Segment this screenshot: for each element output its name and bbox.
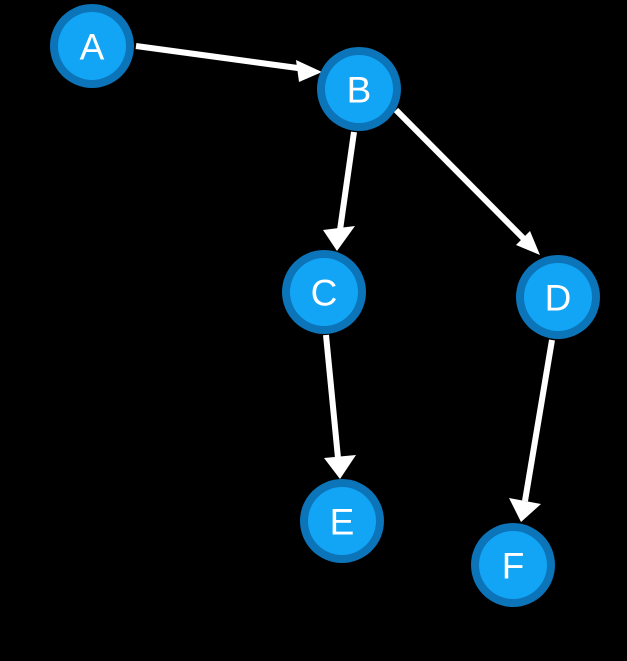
node-f[interactable]: F — [471, 523, 555, 607]
node-c-core — [290, 258, 358, 326]
node-e-core — [308, 487, 376, 555]
edge-d-f-arrowhead — [509, 498, 541, 522]
edge-b-c[interactable] — [323, 131, 357, 251]
edge-d-f-line — [522, 339, 555, 502]
edge-d-f[interactable] — [509, 339, 555, 522]
edge-b-d-arrowhead — [516, 231, 540, 255]
edge-a-b-line — [135, 43, 306, 72]
edge-b-d[interactable] — [393, 107, 540, 255]
node-a-label: A — [80, 27, 105, 68]
edge-b-c-line — [337, 131, 357, 231]
node-e-label: E — [330, 502, 355, 543]
node-b[interactable]: B — [317, 47, 401, 131]
edge-a-b[interactable] — [135, 43, 322, 82]
edge-c-e-line — [323, 334, 341, 459]
node-layer: A B C D E — [50, 4, 600, 607]
edge-b-c-arrowhead — [323, 226, 355, 251]
edge-c-e[interactable] — [323, 334, 356, 479]
node-f-core — [479, 531, 547, 599]
node-a[interactable]: A — [50, 4, 134, 88]
node-e[interactable]: E — [300, 479, 384, 563]
edge-a-b-arrowhead — [296, 60, 322, 82]
node-d[interactable]: D — [516, 255, 600, 339]
edge-b-d-line — [393, 107, 529, 244]
edge-c-e-arrowhead — [324, 455, 356, 479]
node-d-core — [524, 263, 592, 331]
node-b-core — [325, 55, 393, 123]
node-a-core — [58, 12, 126, 80]
node-c[interactable]: C — [282, 250, 366, 334]
edge-layer — [135, 43, 555, 522]
node-f-label: F — [502, 546, 525, 587]
node-d-label: D — [545, 278, 572, 319]
node-b-label: B — [347, 70, 372, 111]
node-c-label: C — [311, 273, 338, 314]
